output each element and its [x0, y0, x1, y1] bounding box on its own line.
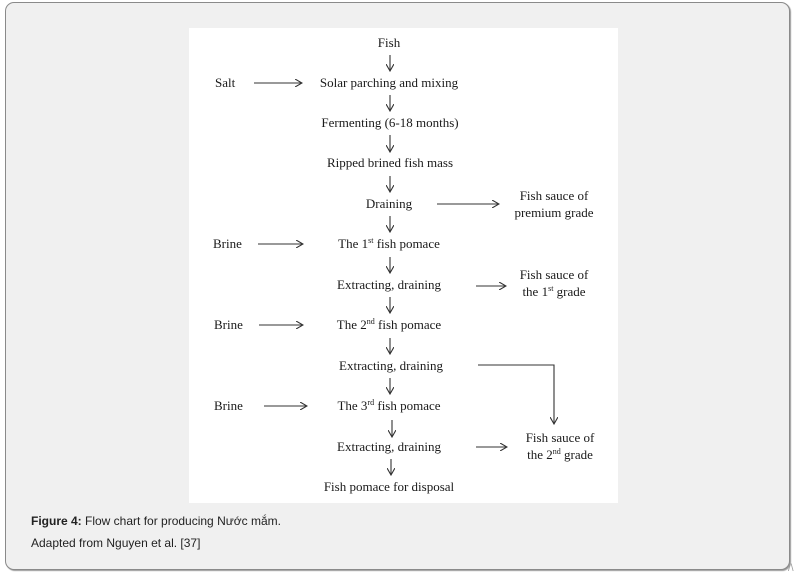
node-fish: Fish [378, 35, 401, 50]
node-grade1-l1: Fish sauce of [520, 267, 589, 282]
node-grade2-l1: Fish sauce of [526, 430, 595, 445]
node-solar-parching: Solar parching and mixing [320, 75, 459, 90]
node-brine-2: Brine [214, 317, 243, 332]
node-brine-3: Brine [214, 398, 243, 413]
node-disposal: Fish pomace for disposal [324, 479, 455, 494]
resize-handle-icon: /\ [788, 563, 794, 574]
node-pomace-3: The 3rd fish pomace [337, 398, 440, 413]
flow-chart-svg: Fish Salt Solar parching and mixing Ferm… [213, 35, 595, 494]
node-grade2-l2: the 2nd grade [527, 447, 593, 462]
node-extract-2: Extracting, draining [339, 358, 443, 373]
node-pomace-1: The 1st fish pomace [338, 236, 440, 251]
node-fermenting: Fermenting (6-18 months) [321, 115, 458, 130]
arrow-elbow-grade-2 [478, 364, 554, 424]
node-grade1-l2: the 1st grade [522, 284, 585, 299]
node-premium-l2: premium grade [514, 205, 593, 220]
node-brine-1: Brine [213, 236, 242, 251]
node-salt: Salt [215, 75, 236, 90]
node-extract-3: Extracting, draining [337, 439, 441, 454]
node-premium-l1: Fish sauce of [520, 188, 589, 203]
node-pomace-2: The 2nd fish pomace [337, 317, 442, 332]
node-extract-1: Extracting, draining [337, 277, 441, 292]
flow-chart-figure: Fish Salt Solar parching and mixing Ferm… [189, 28, 618, 503]
node-ripped-mass: Ripped brined fish mass [327, 155, 453, 170]
caption-label: Figure 4: [31, 514, 82, 528]
figure-panel: Fish Salt Solar parching and mixing Ferm… [5, 2, 790, 570]
node-draining: Draining [366, 196, 413, 211]
figure-caption: Figure 4: Flow chart for producing Nước … [31, 514, 281, 528]
caption-text: Flow chart for producing Nước mắm. [81, 514, 281, 528]
figure-credit: Adapted from Nguyen et al. [37] [31, 536, 201, 550]
